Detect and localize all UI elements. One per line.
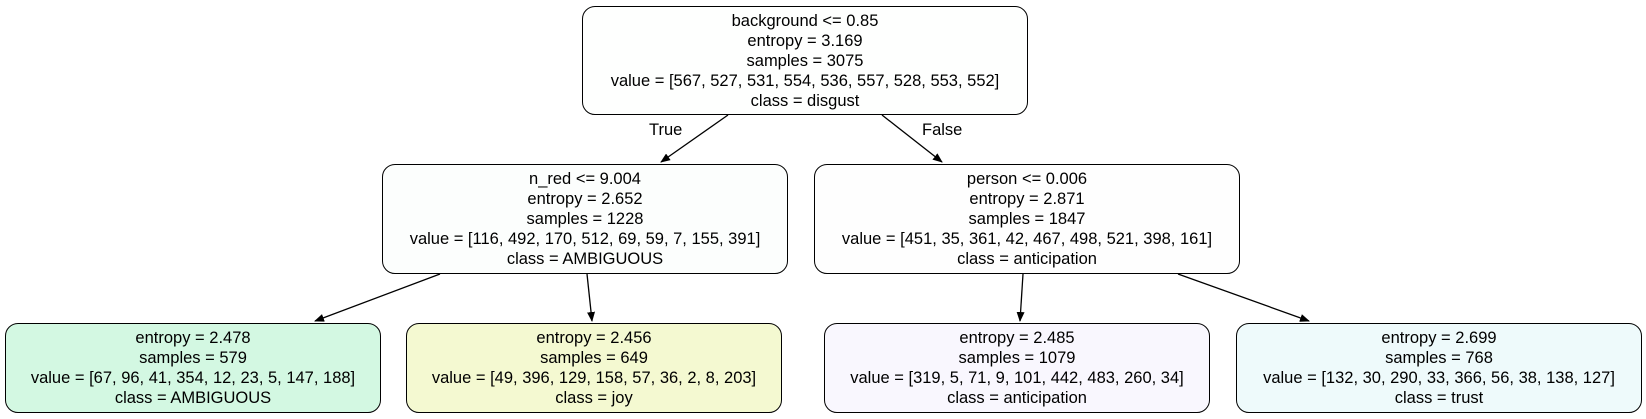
node-value: value = [451, 35, 361, 42, 467, 498, 521… xyxy=(841,230,1213,248)
node-value: value = [567, 527, 531, 554, 536, 557, 5… xyxy=(610,71,1000,90)
tree-leaf-left-right: entropy = 2.456 samples = 649 value = [4… xyxy=(406,323,782,413)
edge-right-rightleft xyxy=(1016,273,1025,322)
edge-root-right xyxy=(881,114,943,163)
tree-leaf-right-right: entropy = 2.699 samples = 768 value = [1… xyxy=(1236,323,1642,413)
node-class: class = anticipation xyxy=(947,389,1087,407)
node-class: class = disgust xyxy=(750,91,860,110)
node-entropy: entropy = 3.169 xyxy=(747,31,863,50)
node-class: class = trust xyxy=(1394,389,1484,407)
tree-leaf-right-left: entropy = 2.485 samples = 1079 value = [… xyxy=(824,323,1210,413)
node-class: class = AMBIGUOUS xyxy=(506,250,664,268)
edge-left-leftleft xyxy=(314,273,441,322)
edge-left-leftright xyxy=(586,273,596,322)
edge-label-true: True xyxy=(649,121,683,139)
node-value: value = [49, 396, 129, 158, 57, 36, 2, 8… xyxy=(431,369,757,387)
tree-node-root: background <= 0.85 entropy = 3.169 sampl… xyxy=(582,6,1028,115)
tree-node-right: person <= 0.006 entropy = 2.871 samples … xyxy=(814,164,1240,274)
edge-label-false: False xyxy=(922,121,963,139)
node-samples: samples = 579 xyxy=(139,349,247,367)
node-samples: samples = 1847 xyxy=(968,210,1086,228)
node-value: value = [116, 492, 170, 512, 69, 59, 7, … xyxy=(409,230,761,248)
node-samples: samples = 768 xyxy=(1385,349,1493,367)
tree-leaf-left-left: entropy = 2.478 samples = 579 value = [6… xyxy=(5,323,381,413)
node-entropy: entropy = 2.456 xyxy=(536,329,652,347)
edge-root-left xyxy=(660,114,729,163)
node-class: class = joy xyxy=(555,389,633,407)
tree-node-left: n_red <= 9.004 entropy = 2.652 samples =… xyxy=(382,164,788,274)
node-samples: samples = 649 xyxy=(540,349,648,367)
node-split-condition: n_red <= 9.004 xyxy=(529,170,641,188)
node-split-condition: background <= 0.85 xyxy=(731,11,879,30)
node-entropy: entropy = 2.871 xyxy=(969,190,1085,208)
node-class: class = anticipation xyxy=(957,250,1097,268)
node-entropy: entropy = 2.699 xyxy=(1381,329,1497,347)
node-entropy: entropy = 2.652 xyxy=(527,190,643,208)
node-samples: samples = 3075 xyxy=(746,51,864,70)
edge-right-rightright xyxy=(1177,273,1310,322)
node-samples: samples = 1079 xyxy=(958,349,1076,367)
node-value: value = [319, 5, 71, 9, 101, 442, 483, 2… xyxy=(850,369,1184,387)
node-class: class = AMBIGUOUS xyxy=(114,389,272,407)
node-entropy: entropy = 2.485 xyxy=(959,329,1075,347)
node-entropy: entropy = 2.478 xyxy=(135,329,251,347)
node-value: value = [132, 30, 290, 33, 366, 56, 38, … xyxy=(1263,369,1615,387)
node-split-condition: person <= 0.006 xyxy=(966,170,1088,188)
node-samples: samples = 1228 xyxy=(526,210,644,228)
node-value: value = [67, 96, 41, 354, 12, 23, 5, 147… xyxy=(30,369,356,387)
